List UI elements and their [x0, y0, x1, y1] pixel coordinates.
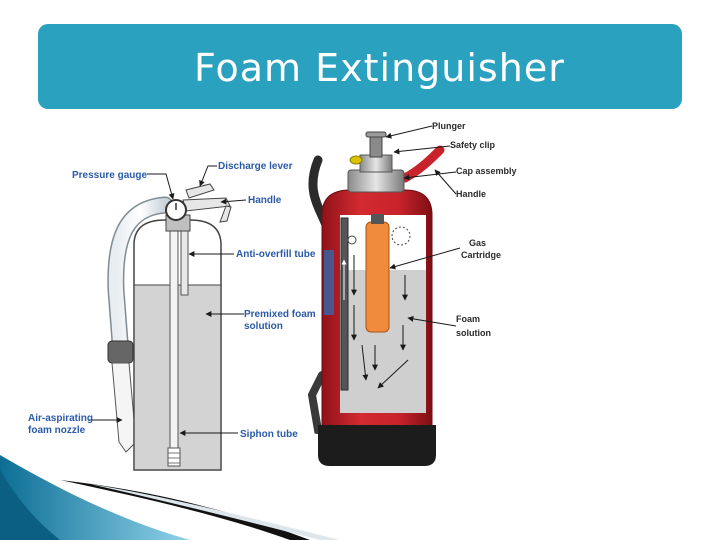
slide-title: Foam Extinguisher	[194, 46, 565, 90]
label-foam-line1: Foam	[456, 314, 480, 324]
label-premixed-foam-line2: solution	[244, 321, 283, 332]
discharge-lever	[185, 183, 215, 199]
foam-nozzle-collar	[107, 340, 134, 364]
safety-clip	[349, 155, 363, 165]
label-foam-line2: solution	[456, 328, 491, 338]
handle	[182, 197, 231, 212]
label-plunger: Plunger	[432, 121, 466, 131]
cylinder-base	[318, 425, 436, 466]
title-bar: Foam Extinguisher	[38, 24, 682, 109]
right-extinguisher: Plunger Safety clip Cap assembly Handle …	[307, 121, 517, 466]
label-handle-left: Handle	[248, 195, 282, 206]
label-safety-clip: Safety clip	[450, 140, 496, 150]
red-handle	[400, 145, 445, 183]
cap-assembly	[347, 169, 405, 193]
siphon-tube	[169, 227, 179, 454]
label-cap-assembly: Cap assembly	[456, 166, 517, 176]
anti-overfill-tube	[180, 229, 189, 296]
gas-cartridge	[365, 221, 390, 333]
right-siphon-tube	[340, 217, 349, 391]
label-air-aspirating-line2: foam nozzle	[28, 425, 86, 436]
label-siphon-tube: Siphon tube	[240, 429, 298, 440]
left-extinguisher: Pressure gauge Discharge lever Handle An…	[28, 161, 316, 471]
label-anti-overfill-tube: Anti-overfill tube	[236, 249, 316, 260]
label-premixed-foam-line1: Premixed foam	[244, 309, 316, 320]
foam-nozzle	[111, 362, 137, 453]
label-discharge-lever: Discharge lever	[218, 161, 293, 172]
label-gas-line2: Cartridge	[461, 250, 501, 260]
label-handle-right: Handle	[456, 189, 486, 199]
label-pressure-gauge: Pressure gauge	[72, 170, 147, 181]
decorative-swoosh	[0, 455, 340, 540]
plunger	[369, 134, 383, 158]
label-gas-line1: Gas	[469, 238, 486, 248]
label-air-aspirating-line1: Air-aspirating	[28, 413, 93, 424]
